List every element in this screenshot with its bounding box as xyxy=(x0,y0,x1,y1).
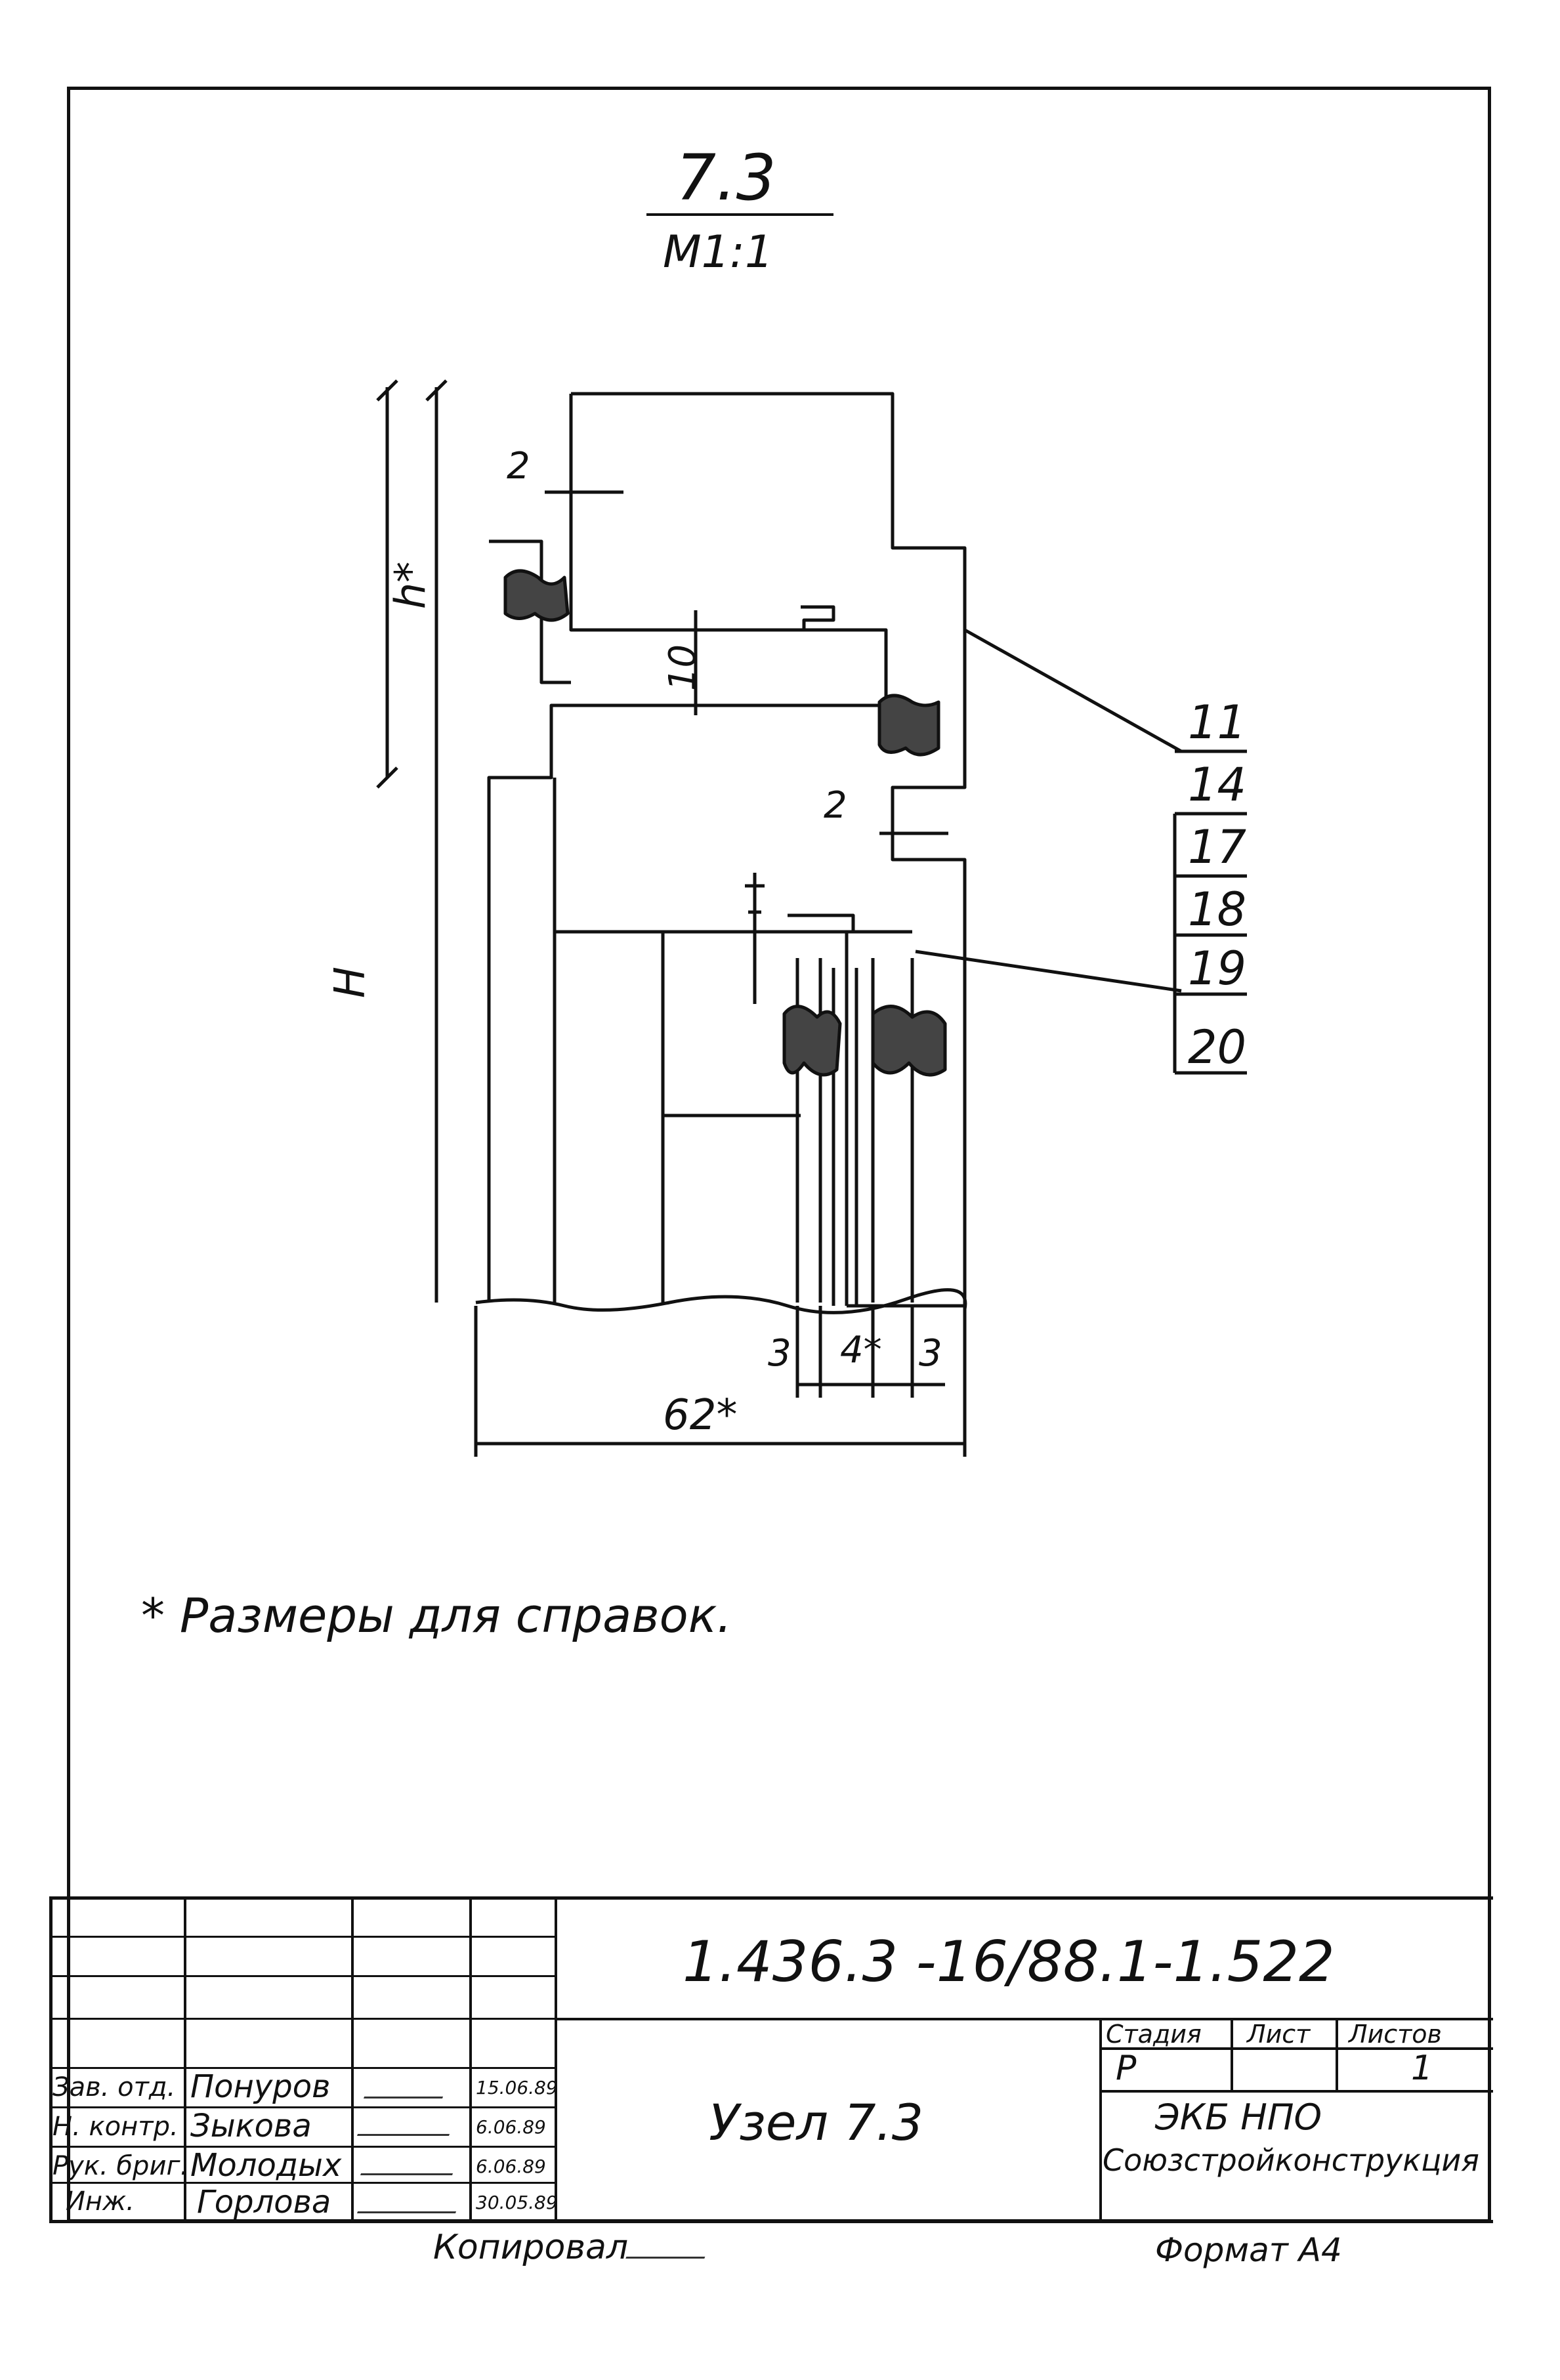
titleblock-top xyxy=(49,1896,1493,1900)
signature-2 xyxy=(356,2114,457,2136)
dim-label-3-right: 3 xyxy=(919,1332,942,1375)
date-2: 6.06.89 xyxy=(476,2116,546,2138)
name-2: Зыкова xyxy=(190,2108,312,2144)
stage-header: Стадия xyxy=(1106,2020,1202,2049)
seal-glass-left xyxy=(782,1005,842,1077)
titleblock-right-col xyxy=(1099,2018,1102,2221)
date-4: 30.05.89 xyxy=(476,2192,558,2213)
sheets-header: Листов xyxy=(1349,2020,1442,2049)
sheet-header: Лист xyxy=(1247,2020,1311,2049)
clip-sash xyxy=(788,913,855,932)
sash-box xyxy=(553,778,912,934)
tb-row-3 xyxy=(49,2018,555,2020)
frame-profile-inner xyxy=(487,394,888,1303)
titleblock-doc-separator xyxy=(555,2018,1493,2020)
glass-bead xyxy=(845,930,912,1306)
role-3: Рук. бриг. xyxy=(53,2151,189,2181)
stage-row-2 xyxy=(1099,2090,1493,2093)
signature-3 xyxy=(360,2154,461,2175)
clip-top xyxy=(801,605,835,630)
callout-18: 18 xyxy=(1188,883,1247,936)
seal-right xyxy=(877,694,940,757)
tb-row-7 xyxy=(49,2182,555,2184)
stage-col-1 xyxy=(1231,2018,1233,2090)
name-4: Горлова xyxy=(197,2184,331,2221)
titleblock-vertical-4 xyxy=(555,1896,557,2221)
date-1: 15.06.89 xyxy=(476,2077,558,2098)
leader-11 xyxy=(963,628,1183,753)
role-4: Инж. xyxy=(66,2186,135,2217)
name-1: Понуров xyxy=(190,2068,331,2105)
dim-h-line xyxy=(376,379,398,789)
stage-row-1 xyxy=(1099,2047,1493,2050)
dim-label-2-mid: 2 xyxy=(824,784,847,827)
signature-1 xyxy=(363,2077,451,2098)
tb-row-4 xyxy=(49,2067,555,2069)
leader-19 xyxy=(915,950,1182,993)
dim-label-10: 10 xyxy=(662,644,705,692)
stage-value: Р xyxy=(1116,2049,1137,2088)
dim-H-line xyxy=(425,379,448,1303)
detail-scale: M1:1 xyxy=(663,226,774,278)
dim-small-lines xyxy=(795,1306,945,1398)
break-line xyxy=(475,1288,967,1314)
tb-row-2 xyxy=(49,1975,555,1977)
titleblock-bottom xyxy=(49,2220,1493,2223)
node-name: Узел 7.3 xyxy=(709,2093,924,2152)
copier-signature xyxy=(625,2234,713,2259)
dim-label-h: h* xyxy=(387,561,436,610)
sash-inner xyxy=(661,932,801,1117)
detail-title: 7.3 xyxy=(676,141,776,215)
seal-top xyxy=(503,569,570,622)
screw xyxy=(745,873,765,1004)
organization-line-2: Союзстройконструкция xyxy=(1103,2142,1479,2178)
date-3: 6.06.89 xyxy=(476,2156,546,2177)
dim-62-line xyxy=(474,1306,967,1457)
callout-19: 19 xyxy=(1188,942,1247,995)
stage-col-2 xyxy=(1336,2018,1338,2090)
role-2: Н. контр. xyxy=(53,2112,179,2142)
titleblock-vertical-3 xyxy=(469,1896,472,2221)
glass-lines xyxy=(795,958,914,1303)
reference-note: * Размеры для справок. xyxy=(141,1588,732,1643)
callout-rule xyxy=(1173,749,1247,1075)
callout-20: 20 xyxy=(1188,1020,1247,1074)
frame-profile-outline xyxy=(571,392,967,1308)
organization-line-1: ЭКБ НПО xyxy=(1155,2097,1322,2138)
tb-row-1 xyxy=(49,1936,555,1938)
dim-label-H: H xyxy=(326,966,375,999)
dim-label-4: 4* xyxy=(840,1329,882,1371)
dim-label-62: 62* xyxy=(663,1391,738,1440)
titleblock-vertical-2 xyxy=(351,1896,354,2221)
dim-label-2-top: 2 xyxy=(507,445,530,488)
tb-row-6 xyxy=(49,2146,555,2148)
seal-glass-right xyxy=(871,1005,947,1077)
titleblock-left xyxy=(49,1896,53,2221)
document-number: 1.436.3 -16/88.1-1.522 xyxy=(683,1929,1335,1995)
format-label: Формат А4 xyxy=(1155,2231,1342,2269)
callout-17: 17 xyxy=(1188,820,1247,874)
dim-label-3-left: 3 xyxy=(768,1332,791,1375)
role-1: Зав. отд. xyxy=(53,2072,176,2102)
title-underline xyxy=(646,213,833,216)
name-3: Молодых xyxy=(190,2147,342,2184)
titleblock-vertical-1 xyxy=(184,1896,186,2221)
copied-label: Копировал xyxy=(433,2228,629,2267)
signature-4 xyxy=(356,2192,464,2213)
callout-11: 11 xyxy=(1188,696,1247,749)
sash-lower xyxy=(553,932,665,1303)
callout-14: 14 xyxy=(1188,758,1247,812)
sheets-value: 1 xyxy=(1411,2049,1433,2088)
tb-row-5 xyxy=(49,2106,555,2108)
